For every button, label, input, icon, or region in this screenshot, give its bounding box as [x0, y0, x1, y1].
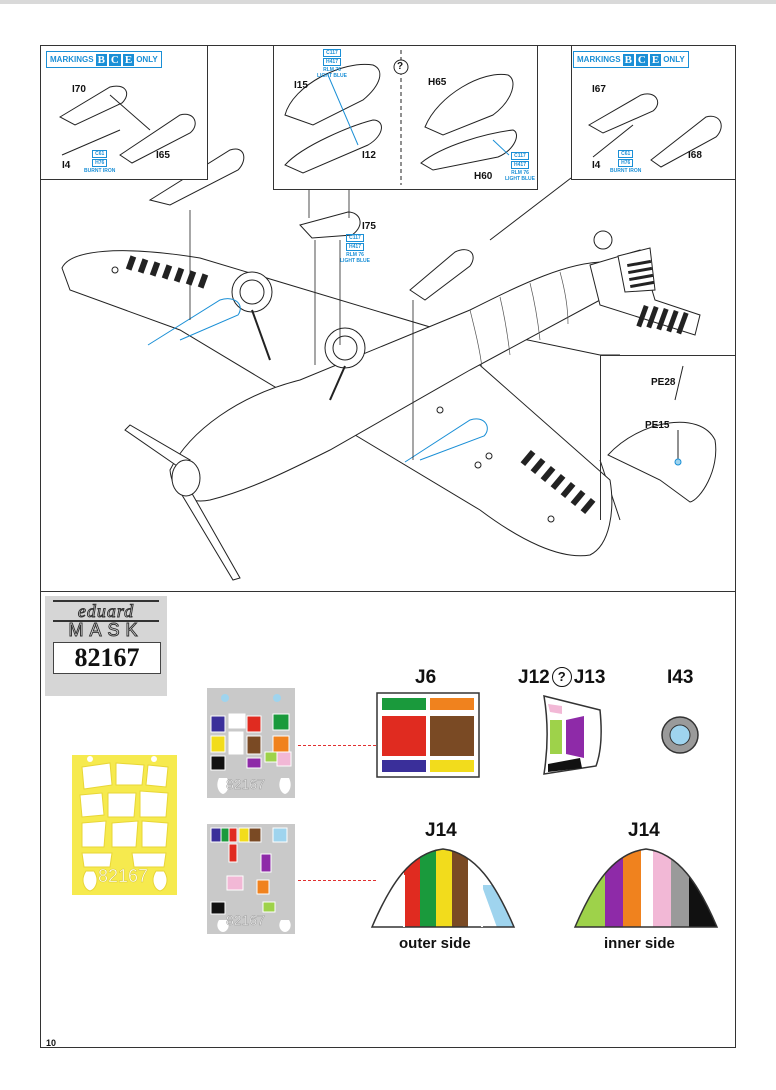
paint-callout-light-blue-right: C117 H417 RLM 76 LIGHT BLUE	[505, 152, 535, 182]
paint-name-light-blue: LIGHT BLUE	[340, 258, 370, 264]
center-box-drawing	[284, 50, 517, 185]
leader-j6	[298, 745, 376, 746]
paint-name: BURNT IRON	[84, 168, 116, 174]
marking-letter-c: C	[635, 53, 648, 66]
gray-mask-sheet-1	[207, 688, 295, 798]
mask-label-j12-j13: J12?J13	[518, 667, 605, 689]
right-box-drawing	[587, 93, 722, 168]
leader-j14	[298, 880, 376, 881]
mask-label-j12: J12	[518, 667, 550, 688]
paint-code-h417: H417	[323, 58, 341, 66]
paint-name-light-blue: LIGHT BLUE	[317, 73, 347, 79]
part-i12: I12	[362, 150, 376, 161]
mask-j6	[376, 692, 480, 778]
paint-code-h417: H417	[346, 243, 364, 251]
yellow-sheet-number: 82167	[98, 866, 149, 887]
mask-j14-inner	[573, 848, 719, 928]
gray-sheet-2-number: 82167	[226, 912, 265, 929]
or-question-icon: ?	[551, 667, 572, 687]
markings-suffix: ONLY	[136, 55, 158, 64]
detail-box-pe	[600, 355, 736, 520]
paint-code-c61: C61	[92, 150, 108, 158]
part-i67: I67	[592, 84, 606, 95]
markings-prefix: MARKINGS	[50, 55, 94, 64]
paint-code-h417: H417	[511, 161, 529, 169]
paint-callout-burnt-iron-right: C61 H76 BURNT IRON	[610, 150, 641, 174]
gray-mask-sheet-2	[207, 824, 295, 934]
outer-side-label: outer side	[399, 935, 471, 952]
marking-letter-e: E	[122, 53, 135, 66]
part-pe15: PE15	[645, 420, 670, 431]
part-i4-right: I4	[592, 160, 601, 171]
top-edge	[0, 0, 776, 4]
logo-number: 82167	[53, 642, 161, 674]
mask-label-i43: I43	[667, 667, 694, 688]
section-divider	[40, 591, 736, 592]
part-i4-left: I4	[62, 160, 71, 171]
paint-code-c117: C117	[323, 49, 341, 57]
markings-note-right: MARKINGS B C E ONLY	[573, 51, 689, 68]
inner-side-label: inner side	[604, 935, 675, 952]
mask-label-j13: J13	[573, 667, 606, 688]
paint-callout-light-blue-i75: C117 H417 RLM 76 LIGHT BLUE	[340, 234, 370, 264]
logo-brand: eduard	[53, 600, 159, 622]
paint-code-c117: C117	[511, 152, 529, 160]
mask-j14-outer	[370, 848, 516, 928]
part-pe28: PE28	[651, 377, 676, 388]
mask-label-j14-outer: J14	[425, 820, 457, 841]
left-box-drawing	[58, 85, 196, 164]
mask-j12-j13	[543, 694, 602, 775]
paint-callout-light-blue-center: C117 H417 RLM 76 LIGHT BLUE	[317, 49, 347, 79]
paint-code-c117: C117	[346, 234, 364, 242]
page-number: 10	[46, 1038, 57, 1048]
part-h60: H60	[474, 171, 493, 182]
logo-product: MASK	[68, 620, 144, 641]
markings-note-left: MARKINGS B C E ONLY	[46, 51, 162, 68]
marking-letter-e: E	[649, 53, 662, 66]
paint-name-rlm76: RLM 76	[511, 170, 529, 176]
mask-i43	[661, 716, 699, 754]
part-i15: I15	[294, 80, 308, 91]
marking-letter-c: C	[108, 53, 121, 66]
paint-name-light-blue: LIGHT BLUE	[505, 176, 535, 182]
markings-prefix: MARKINGS	[577, 55, 621, 64]
part-h65: H65	[428, 77, 447, 88]
eduard-mask-logo: eduard MASK 82167	[45, 596, 167, 696]
part-i65: I65	[156, 150, 170, 161]
paint-name: BURNT IRON	[610, 168, 642, 174]
paint-code-h76: H76	[618, 159, 634, 167]
mask-label-j6: J6	[415, 667, 437, 688]
marking-letter-b: B	[95, 53, 107, 66]
paint-name-rlm76: RLM 76	[323, 67, 341, 73]
paint-code-c61: C61	[618, 150, 634, 158]
gray-sheet-1-number: 82167	[226, 776, 265, 793]
mask-label-j14-inner: J14	[628, 820, 660, 841]
yellow-mask-sheet	[72, 755, 177, 895]
part-question: ?	[397, 61, 404, 72]
paint-name-rlm76: RLM 76	[346, 252, 364, 258]
marking-letter-b: B	[622, 53, 634, 66]
paint-code-h76: H76	[92, 159, 108, 167]
paint-callout-burnt-iron-left: C61 H76 BURNT IRON	[84, 150, 115, 174]
aircraft-assembly-drawing	[61, 46, 717, 581]
part-i68: I68	[688, 150, 702, 161]
part-i70: I70	[72, 84, 86, 95]
markings-suffix: ONLY	[663, 55, 685, 64]
part-i75: I75	[362, 221, 376, 232]
